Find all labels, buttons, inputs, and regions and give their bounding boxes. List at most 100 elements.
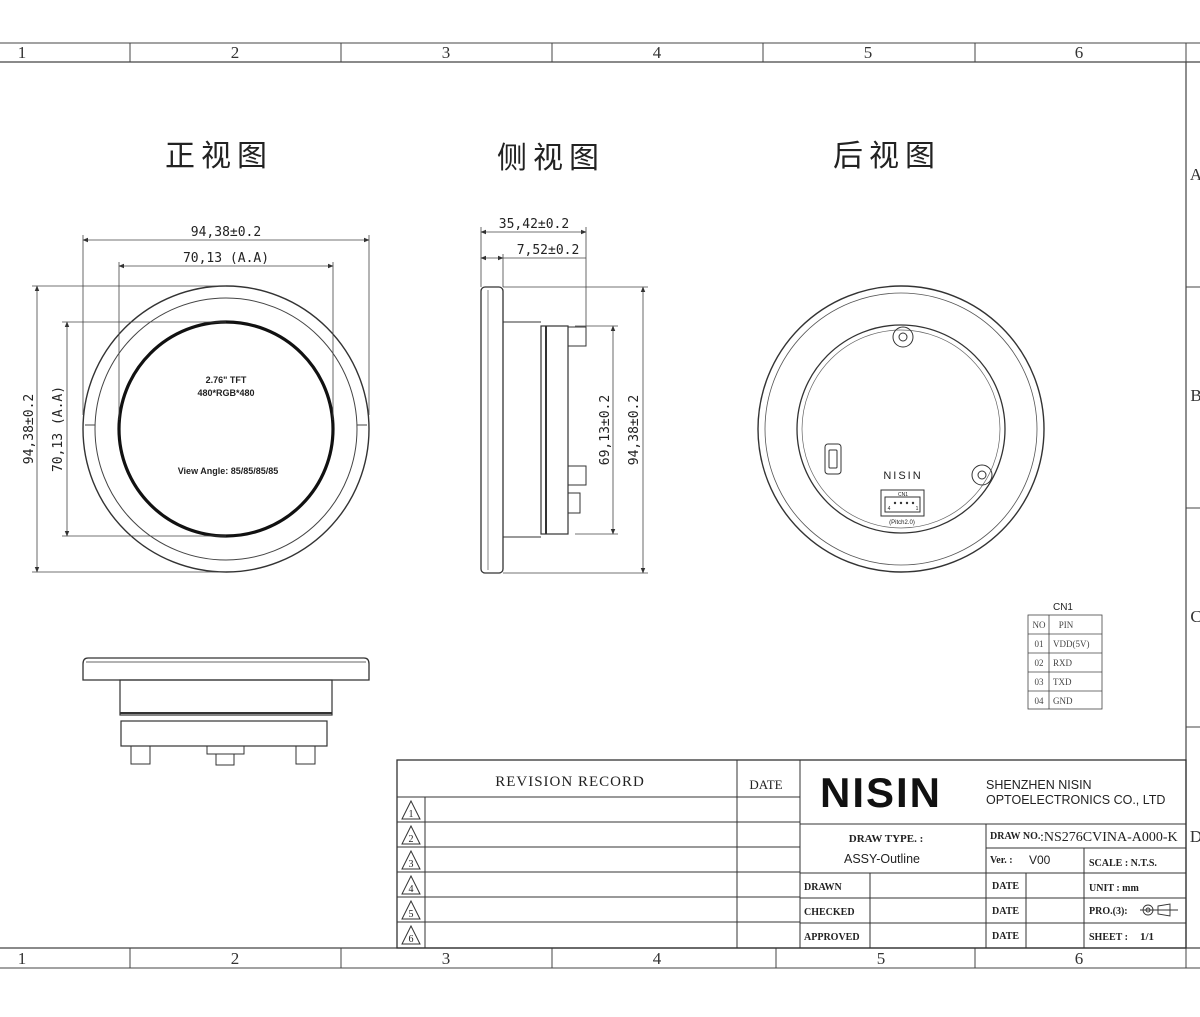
cn1-row-pin: TXD xyxy=(1053,677,1072,687)
front-view-title: 正视图 xyxy=(165,139,273,174)
front-outer-bezel xyxy=(82,285,370,573)
title-block: REVISION RECORD DATE 1 2 3 4 5 6 NISIN S… xyxy=(396,759,1187,949)
company-name-line2: OPTOELECTRONICS CO., LTD xyxy=(986,793,1165,807)
cn1-table: CN1 NO PIN 01 VDD(5V) 02 RXD 03 TXD 04 G… xyxy=(1027,602,1103,710)
side-connector xyxy=(567,492,581,514)
company-name-line1: SHENZHEN NISIN xyxy=(986,778,1092,792)
date-label: DATE xyxy=(992,881,1019,892)
cn1-row-no: 02 xyxy=(1035,658,1044,668)
revision-number: 5 xyxy=(409,909,414,920)
front-aa-width-dimension: 70,13 (A.A) xyxy=(183,251,269,266)
back-outer-edge xyxy=(757,285,1045,573)
col-marker: 1 xyxy=(18,43,27,62)
back-view: NISIN CN1 4 1 (Pitch2.0) xyxy=(757,285,1045,573)
cn1-row-pin: VDD(5V) xyxy=(1053,639,1090,649)
cn1-label: CN1 xyxy=(898,492,908,498)
front-width-dimension: 94,38±0.2 xyxy=(191,225,261,240)
panel-size-label: 2.76" TFT xyxy=(206,375,247,385)
side-bezel-dimension: 7,52±0.2 xyxy=(517,243,580,258)
front-aa-height-dimension: 70,13 (A.A) xyxy=(51,386,66,472)
front-active-area xyxy=(117,320,335,538)
cn1-header-pin: PIN xyxy=(1059,620,1074,630)
side-bezel xyxy=(480,286,504,574)
checked-label: CHECKED xyxy=(804,907,855,918)
cn1-row-no: 01 xyxy=(1035,639,1044,649)
side-inner-height-dimension: 69,13±0.2 xyxy=(598,395,613,465)
row-marker: B xyxy=(1190,386,1200,405)
screw-hole-icon xyxy=(971,464,993,486)
side-outer-height-dimension: 94,38±0.2 xyxy=(627,395,642,465)
column-markers-bottom: 1 2 3 4 5 6 xyxy=(18,949,1084,968)
pin-4-label: 4 xyxy=(888,506,891,512)
draw-no-label: DRAW NO. xyxy=(990,831,1041,842)
revision-date-header: DATE xyxy=(749,777,782,792)
pitch-label: (Pitch2.0) xyxy=(889,520,915,526)
side-depth-dimension: 35,42±0.2 xyxy=(499,217,569,232)
cn1-connector: CN1 4 1 xyxy=(880,489,925,517)
back-brand-label: NISIN xyxy=(883,470,922,482)
revision-record-header: REVISION RECORD xyxy=(495,774,645,790)
version-value: V00 xyxy=(1029,853,1051,867)
sheet-frame xyxy=(0,42,1200,969)
side-standoff-top xyxy=(567,326,587,347)
front-inner-bezel xyxy=(94,297,358,561)
column-markers-top: 1 2 3 4 5 6 xyxy=(18,43,1084,62)
side-standoff-mid xyxy=(567,465,587,486)
date-label: DATE xyxy=(992,906,1019,917)
date-label: DATE xyxy=(992,931,1019,942)
nisin-logo: NISIN xyxy=(820,769,942,816)
col-marker: 1 xyxy=(18,949,27,968)
cn1-row-pin: GND xyxy=(1053,696,1073,706)
col-marker: 4 xyxy=(653,949,662,968)
view-angle-label: View Angle: 85/85/85/85 xyxy=(178,466,279,476)
version-label: Ver. : xyxy=(990,855,1013,866)
cn1-row-pin: RXD xyxy=(1053,658,1073,668)
micro-usb-port-icon xyxy=(824,443,842,475)
revision-number: 2 xyxy=(409,834,414,845)
projection-symbol-icon xyxy=(1140,903,1178,917)
col-marker: 5 xyxy=(864,43,873,62)
unit-label: UNIT : mm xyxy=(1089,883,1139,894)
col-marker: 4 xyxy=(653,43,662,62)
revision-number: 6 xyxy=(409,934,414,945)
sheet-value: 1/1 xyxy=(1140,931,1154,943)
front-height-dimension: 94,38±0.2 xyxy=(22,394,37,464)
back-housing xyxy=(796,324,1006,534)
draw-type-label: DRAW TYPE. : xyxy=(849,833,923,845)
front-view: 2.76" TFT 480*RGB*480 View Angle: 85/85/… xyxy=(22,225,370,573)
sheet-label: SHEET : xyxy=(1089,932,1128,943)
approved-label: APPROVED xyxy=(804,932,860,943)
cn1-header-no: NO xyxy=(1033,620,1046,630)
draw-type-value: ASSY-Outline xyxy=(844,852,920,866)
revision-number: 4 xyxy=(409,884,414,895)
col-marker: 2 xyxy=(231,949,240,968)
col-marker: 3 xyxy=(442,43,451,62)
col-marker: 5 xyxy=(877,949,886,968)
back-view-title: 后视图 xyxy=(833,139,941,174)
scale-label: SCALE : N.T.S. xyxy=(1089,858,1157,869)
panel-resolution-label: 480*RGB*480 xyxy=(197,388,254,398)
side-view: 35,42±0.2 7,52±0.2 69,13±0.2 94,38±0.2 xyxy=(480,217,648,574)
col-marker: 6 xyxy=(1075,949,1084,968)
row-marker: D xyxy=(1190,827,1200,846)
screw-hole-icon xyxy=(892,326,914,348)
row-marker: C xyxy=(1190,607,1200,626)
col-marker: 3 xyxy=(442,949,451,968)
cn1-row-no: 04 xyxy=(1035,696,1045,706)
revision-number: 1 xyxy=(409,809,414,820)
revision-number: 3 xyxy=(409,859,414,870)
draw-no-value: :NS276CVINA-A000-K xyxy=(1040,830,1178,845)
cn1-table-title: CN1 xyxy=(1053,602,1073,613)
col-marker: 6 xyxy=(1075,43,1084,62)
pin-1-label: 1 xyxy=(916,506,919,512)
row-markers-right: A B C D xyxy=(1190,165,1200,846)
side-housing xyxy=(540,325,569,535)
drawn-label: DRAWN xyxy=(804,882,843,893)
projection-label: PRO.(3): xyxy=(1089,906,1128,917)
cn1-row-no: 03 xyxy=(1035,677,1045,687)
row-marker: A xyxy=(1190,165,1200,184)
side-view-title: 侧视图 xyxy=(497,141,605,176)
col-marker: 2 xyxy=(231,43,240,62)
bottom-view xyxy=(82,657,370,766)
